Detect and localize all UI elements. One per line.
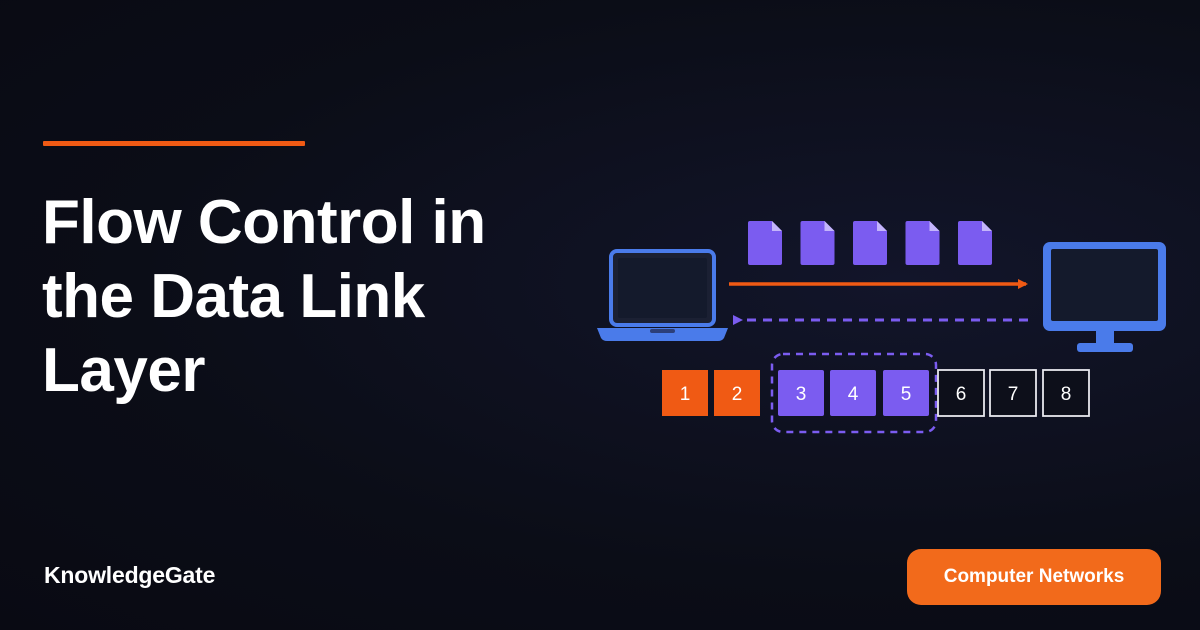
frame-8: 8 [1042,369,1090,417]
document-icon [748,221,782,265]
title-line-3: Layer [42,335,205,405]
frame-4: 4 [830,370,876,416]
frame-box [989,369,1037,417]
document-icon [905,221,940,265]
category-badge[interactable]: Computer Networks [907,549,1161,605]
frame-7: 7 [989,369,1037,417]
frame-box [714,370,760,416]
sliding-window [770,352,938,434]
page-title: Flow Control in the Data Link Layer [42,186,602,407]
frame-label: 4 [848,384,859,405]
frame-label: 7 [1008,384,1019,405]
brand-logo-text: KnowledgeGate [44,562,216,588]
frame-2: 2 [714,370,760,416]
accent-line [43,141,305,146]
document-icon [958,221,992,265]
frame-label: 6 [956,384,967,405]
frame-label: 5 [901,384,912,405]
frame-label: 2 [732,384,743,405]
frame-label: 8 [1061,384,1072,405]
frame-box [937,369,985,417]
document-icon [853,221,887,265]
frame-label: 3 [796,384,807,405]
frame-5: 5 [883,370,929,416]
monitor-icon [1043,242,1166,352]
laptop-icon [597,249,728,341]
frame-6: 6 [937,369,985,417]
frame-sequence: 1 2 3 4 5 6 7 8 [662,369,1090,417]
title-line-1: Flow Control in [42,188,486,257]
frame-box [1042,369,1090,417]
frame-3: 3 [778,370,824,416]
frame-1: 1 [662,370,708,416]
title-line-2: the Data Link [42,261,425,331]
document-icon [800,221,835,265]
frame-label: 1 [680,384,691,405]
frame-box [778,370,824,416]
frame-box [830,370,876,416]
packets-group [748,221,992,265]
frame-box [883,370,929,416]
frame-box [662,370,708,416]
